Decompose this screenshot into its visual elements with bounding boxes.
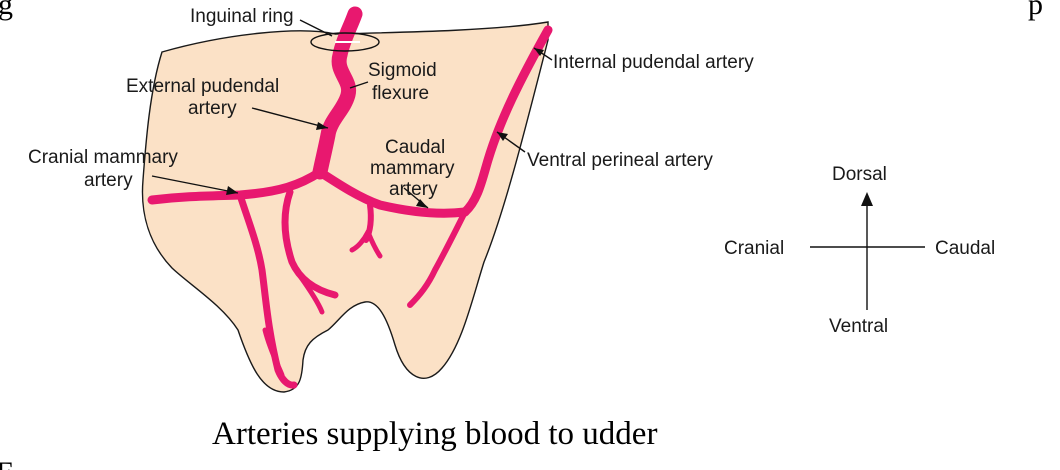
internal-pudendal-artery xyxy=(460,25,553,217)
caudal-mammary-arrowhead xyxy=(416,199,428,208)
cranial-teat-branch-minor xyxy=(262,327,285,378)
compass-ventral-label: Ventral xyxy=(829,316,888,337)
internal-pudendal-arrowhead xyxy=(534,48,544,56)
top-left-text-fragment: g xyxy=(0,0,13,21)
sigmoid-flexure-leader xyxy=(349,81,369,89)
rear-teat-branch xyxy=(407,209,468,308)
caudal-mammary-label-line2: mammary xyxy=(370,158,455,179)
sigmoid-flexure-label-line2: flexure xyxy=(372,83,429,104)
caudal-mammary-label-line3: artery xyxy=(389,179,438,200)
inguinal-ring-leader xyxy=(299,19,333,37)
caudal-mammary-label-line1: Caudal xyxy=(385,137,445,158)
external-pudendal-leader xyxy=(251,107,329,129)
inguinal-ring xyxy=(310,32,380,52)
orientation-compass: Dorsal Ventral Cranial Caudal xyxy=(724,164,995,337)
compass-dorsal-label: Dorsal xyxy=(832,164,887,185)
sigmoid-flexure-label-line1: Sigmoid xyxy=(368,60,437,81)
external-pudendal-arrowhead xyxy=(316,122,328,130)
cranial-mammary-leader xyxy=(151,175,239,194)
cranial-mammary-label-line1: Cranial mammary xyxy=(28,147,178,168)
ventral-perineal-label: Ventral perineal artery xyxy=(527,150,713,171)
cranial-teat-branch xyxy=(236,191,298,389)
ventral-perineal-arrowhead xyxy=(497,132,508,141)
cranial-mammary-arrowhead xyxy=(226,186,238,195)
bottom-left-text-fragment: F xyxy=(0,456,13,470)
caudal-mammary-artery xyxy=(315,167,470,218)
cranial-mammary-label-line2: artery xyxy=(84,170,133,191)
compass-cranial-label: Cranial xyxy=(724,238,784,259)
external-pudendal-label-line2: artery xyxy=(188,98,237,119)
figure-caption: Arteries supplying blood to udder xyxy=(212,416,657,452)
top-right-text-fragment: p xyxy=(1028,0,1043,21)
udder-outline xyxy=(141,21,549,393)
compass-caudal-label: Caudal xyxy=(935,238,995,259)
artery-network xyxy=(147,6,553,389)
middle-teat-branch-minor xyxy=(297,273,325,315)
inguinal-ring-label: Inguinal ring xyxy=(190,6,294,27)
caudal-small-branch-right xyxy=(365,229,383,259)
middle-teat-branch xyxy=(281,188,339,299)
compass-dorsal-arrowhead xyxy=(861,192,873,206)
external-pudendal-label-line1: External pudendal xyxy=(126,76,279,97)
internal-pudendal-label: Internal pudendal artery xyxy=(553,52,754,73)
